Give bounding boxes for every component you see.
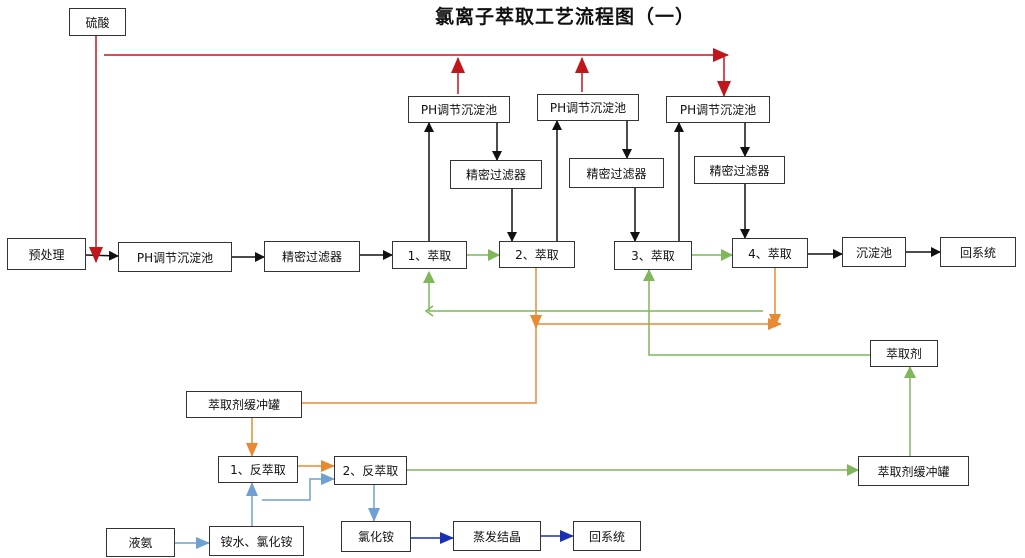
node-ammonium-chloride: 氯化铵 [341,521,411,552]
node-return-system-1: 回系统 [940,237,1016,267]
node-extractant-buffer-2: 萃取剂缓冲罐 [858,456,969,486]
node-extraction-4: 4、萃取 [732,238,808,268]
node-ph-tank-main: PH调节沉淀池 [118,242,232,272]
node-extraction-2: 2、萃取 [499,241,575,268]
node-filter-1: 精密过滤器 [450,160,542,189]
node-back-extraction-1: 1、反萃取 [218,456,298,483]
node-filter-3: 精密过滤器 [694,156,785,184]
orange-flow-arrows [246,268,782,472]
node-sulfuric-acid: 硫酸 [69,8,126,36]
main-flow-arrows [85,120,941,262]
node-pretreatment: 预处理 [7,238,86,270]
node-ammonia-water: 铵水、氯化铵 [209,526,304,556]
darkblue-flow-arrows [411,530,574,544]
node-extraction-1: 1、萃取 [392,241,467,269]
node-filter-2: 精密过滤器 [569,158,664,188]
node-filter-main: 精密过滤器 [264,241,360,272]
node-extraction-3: 3、萃取 [614,241,692,270]
node-ph-tank-1: PH调节沉淀池 [408,96,510,123]
arrow-blue-to-back2 [262,473,335,501]
acid-flow-arrows [89,36,731,263]
recycle-arrowhead-left [424,305,434,317]
extractant-to-extraction3 [643,269,870,356]
orange-to-buffer [302,324,537,404]
green-flow-arrows [407,249,916,476]
node-settling-tank: 沉淀池 [842,237,906,267]
node-extractant-buffer-1: 萃取剂缓冲罐 [186,391,302,418]
recycle-line-to-extraction1 [423,271,763,312]
node-ph-tank-2: PH调节沉淀池 [537,94,639,121]
node-liquid-ammonia: 液氨 [106,528,175,557]
arrow-pretreatment-to-ph [85,250,119,261]
node-back-extraction-2: 2、反萃取 [334,456,407,485]
node-extractant: 萃取剂 [870,340,938,367]
blue-flow-arrows [175,473,380,549]
node-return-system-2: 回系统 [573,521,641,551]
node-evaporation: 蒸发结晶 [453,521,541,551]
node-ph-tank-3: PH调节沉淀池 [666,96,770,123]
page-title: 氯离子萃取工艺流程图（一） [434,6,695,28]
